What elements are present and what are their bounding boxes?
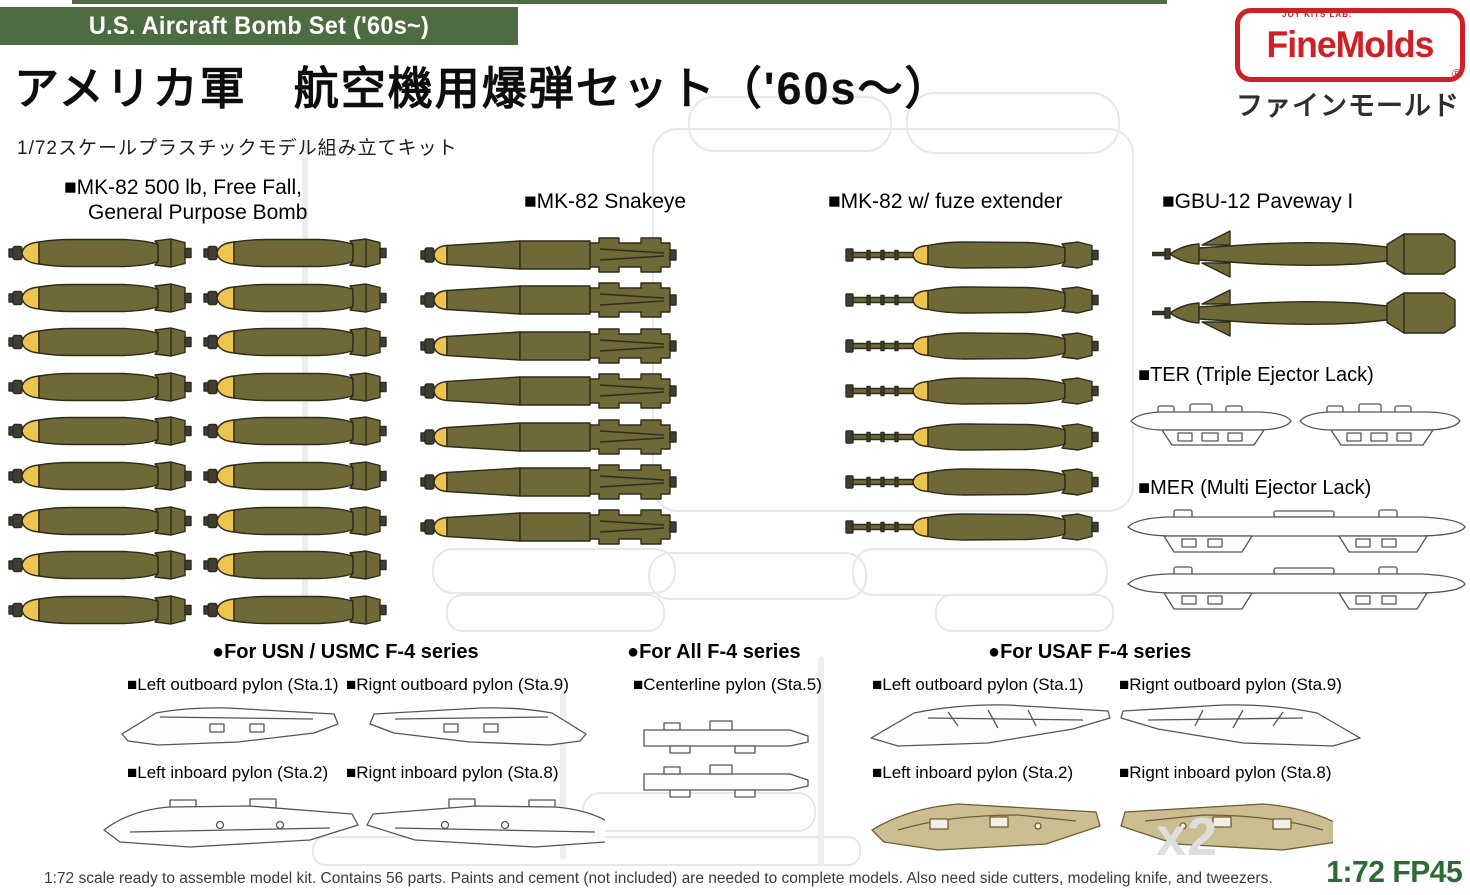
snakeye-bomb [420, 281, 682, 324]
usn-right-inboard-pylon [360, 792, 622, 857]
label-gbu12: ■GBU-12 Paveway I [1162, 190, 1354, 213]
sprue-ghost [652, 128, 1134, 512]
gbu12-bomb [1151, 228, 1462, 285]
mk82-bomb [8, 236, 196, 275]
brand-name-jp: ファインモールド [1236, 91, 1460, 121]
scale-code: 1:72 FP45 [1325, 854, 1463, 889]
mk82-bomb [203, 370, 391, 409]
registered-mark: ® [1452, 66, 1462, 81]
finemolds-logo: FineMolds [1235, 8, 1465, 82]
label-usn-left-inboard: ■Left inboard pylon (Sta.2) [127, 763, 329, 782]
mk82-bomb [203, 325, 391, 364]
label-mk82-line1: ■MK-82 500 lb, Free Fall, [64, 176, 302, 199]
label-usaf-right-outboard: ■Rignt outboard pylon (Sta.9) [1119, 675, 1342, 694]
mk82-bomb [8, 593, 196, 632]
mk82-bomb [8, 459, 196, 498]
mk82-bomb [203, 548, 391, 587]
sprue-ghost [446, 594, 665, 632]
sprue-ghost [818, 656, 824, 866]
mer-rack [1124, 503, 1469, 563]
label-ter: ■TER (Triple Ejector Lack) [1138, 364, 1374, 386]
snakeye-bomb [420, 327, 682, 370]
top-edge-line [72, 0, 1167, 4]
fuze-extender-bomb [845, 373, 1105, 414]
mk82-bomb [8, 414, 196, 453]
label-snakeye: ■MK-82 Snakeye [524, 190, 687, 213]
label-usn-right-inboard: ■Rignt inboard pylon (Sta.8) [346, 763, 559, 782]
usaf-right-outboard-pylon [1118, 698, 1363, 761]
ter-rack [1297, 400, 1463, 455]
usn-left-outboard-pylon [118, 700, 346, 760]
sprue-ghost [432, 548, 676, 594]
label-mk82-line2: General Purpose Bomb [88, 201, 308, 224]
fuze-extender-bomb [845, 464, 1105, 505]
finemolds-logo-text: FineMolds [1266, 24, 1434, 65]
multiplier-watermark: x2 [1156, 807, 1219, 867]
snakeye-bomb [420, 372, 682, 415]
snakeye-bomb [420, 236, 682, 279]
snakeye-bomb [420, 463, 682, 506]
label-fuze-extender: ■MK-82 w/ fuze extender [828, 190, 1063, 213]
header-usaf-group: ●For USAF F-4 series [988, 641, 1192, 663]
label-mer: ■MER (Multi Ejector Lack) [1138, 477, 1372, 499]
mk82-bomb [8, 325, 196, 364]
label-usn-right-outboard: ■Rignt outboard pylon (Sta.9) [346, 675, 569, 694]
sprue-ghost [935, 594, 1114, 632]
sprue-ghost [648, 552, 867, 600]
mer-rack [1124, 560, 1469, 620]
banner-title: U.S. Aircraft Bomb Set ('60s~) [88, 11, 430, 40]
sprue-ghost [906, 92, 1120, 154]
label-usaf-right-inboard: ■Rignt inboard pylon (Sta.8) [1119, 763, 1332, 782]
usn-right-outboard-pylon [362, 700, 590, 760]
label-usaf-left-inboard: ■Left inboard pylon (Sta.2) [872, 763, 1074, 782]
mk82-bomb [8, 548, 196, 587]
mk82-bomb [203, 236, 391, 275]
label-usn-left-outboard: ■Left outboard pylon (Sta.1) [127, 675, 339, 694]
snakeye-bomb [420, 418, 682, 461]
header-usn-group: ●For USN / USMC F-4 series [212, 641, 479, 663]
mk82-bomb [203, 414, 391, 453]
fuze-extender-bomb [845, 419, 1105, 460]
fuze-extender-bomb [845, 282, 1105, 323]
logo-tagline: JOY KITS LAB. [1282, 10, 1353, 19]
sprue-ghost [852, 548, 1108, 596]
mk82-bomb [203, 504, 391, 543]
mk82-bomb [203, 281, 391, 320]
page-subtitle: 1/72スケールプラスチックモデル組み立てキット [17, 138, 458, 159]
usn-left-inboard-pylon [100, 792, 365, 859]
mk82-bomb [8, 281, 196, 320]
usaf-left-outboard-pylon [868, 698, 1113, 761]
label-centerline: ■Centerline pylon (Sta.5) [633, 675, 822, 694]
mk82-bomb [8, 504, 196, 543]
ter-rack [1128, 400, 1294, 455]
mk82-bomb [8, 370, 196, 409]
usaf-left-inboard-pylon [868, 788, 1103, 859]
fuze-extender-bomb [845, 328, 1105, 369]
fuze-extender-bomb [845, 237, 1105, 278]
usaf-right-inboard-pylon [1118, 788, 1350, 859]
gbu12-bomb [1151, 287, 1462, 344]
sprue-ghost [560, 690, 566, 860]
fuze-extender-bomb [845, 509, 1105, 550]
mk82-bomb [203, 593, 391, 632]
page-title: アメリカ軍 航空機用爆弾セット（'60s～） [14, 63, 952, 114]
centerline-pylon [640, 716, 812, 761]
banner: U.S. Aircraft Bomb Set ('60s~) [0, 7, 518, 45]
header-all-group: ●For All F-4 series [627, 641, 801, 663]
footer-note: 1:72 scale ready to assemble model kit. … [44, 870, 1273, 887]
sprue-ghost [688, 96, 892, 152]
snakeye-bomb [420, 508, 682, 551]
label-usaf-left-outboard: ■Left outboard pylon (Sta.1) [872, 675, 1084, 694]
mk82-bomb [203, 459, 391, 498]
centerline-pylon [640, 760, 812, 805]
